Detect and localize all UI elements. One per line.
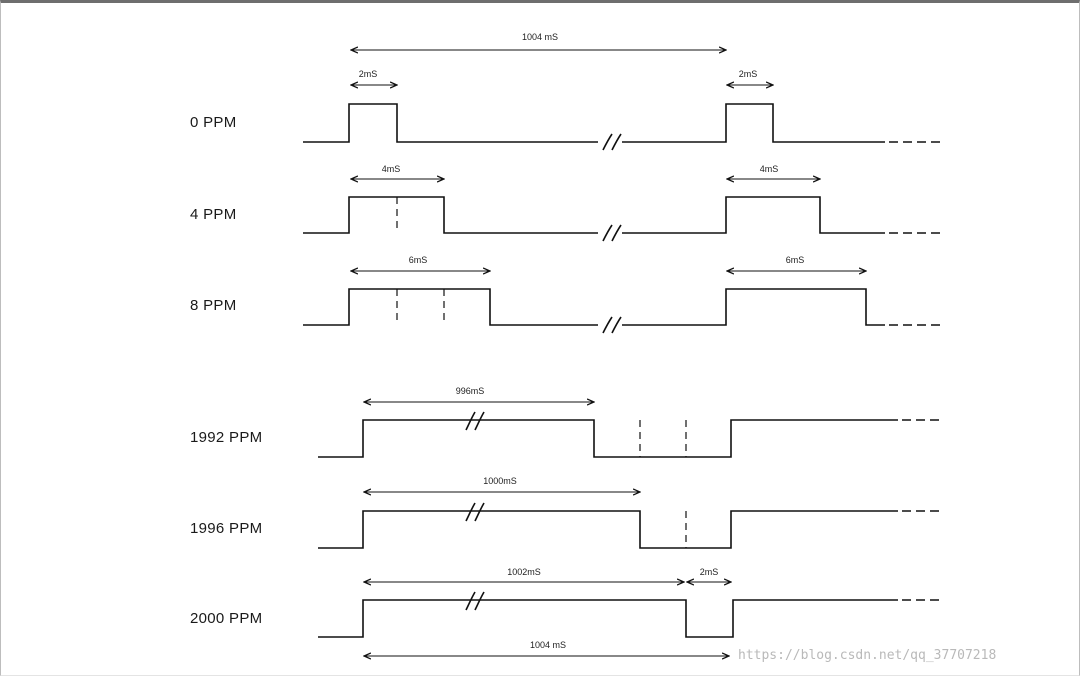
dim-label: 2mS [358, 69, 378, 79]
row-label-2000ppm: 2000 PPM [190, 610, 263, 627]
watermark-url: https://blog.csdn.net/qq_37707218 [738, 648, 997, 663]
dim-label: 4mS [381, 164, 401, 174]
break-mark [465, 411, 485, 431]
dim-label: 6mS [785, 255, 805, 265]
row-label-4ppm: 4 PPM [190, 206, 237, 223]
dim-label-period-bottom: 1004 mS [529, 640, 567, 650]
waveform-1992ppm [318, 419, 898, 458]
break-mark [465, 591, 485, 611]
waveform-8ppm [303, 288, 885, 326]
break-mark [602, 316, 622, 334]
dim-label: 2mS [699, 567, 719, 577]
dim-label: 1002mS [507, 567, 541, 577]
dim-label: 2mS [738, 69, 758, 79]
break-mark [602, 133, 622, 151]
dim-label: 6mS [408, 255, 428, 265]
waveform-4ppm [303, 196, 885, 234]
row-label-0ppm: 0 PPM [190, 114, 237, 131]
waveform-0ppm [303, 103, 885, 143]
dim-label: 1000mS [483, 476, 517, 486]
row-label-8ppm: 8 PPM [190, 297, 237, 314]
waveform-1996ppm [318, 510, 898, 549]
row-label-1992ppm: 1992 PPM [190, 429, 263, 446]
break-mark [602, 224, 622, 242]
dim-label: 996mS [455, 386, 485, 396]
row-label-1996ppm: 1996 PPM [190, 520, 263, 537]
waveform-2000ppm [318, 599, 898, 638]
break-mark [465, 502, 485, 522]
slot-divider [639, 420, 687, 457]
dim-label-period-top: 1004 mS [521, 32, 559, 42]
slot-divider [396, 289, 445, 325]
dim-label: 4mS [759, 164, 779, 174]
